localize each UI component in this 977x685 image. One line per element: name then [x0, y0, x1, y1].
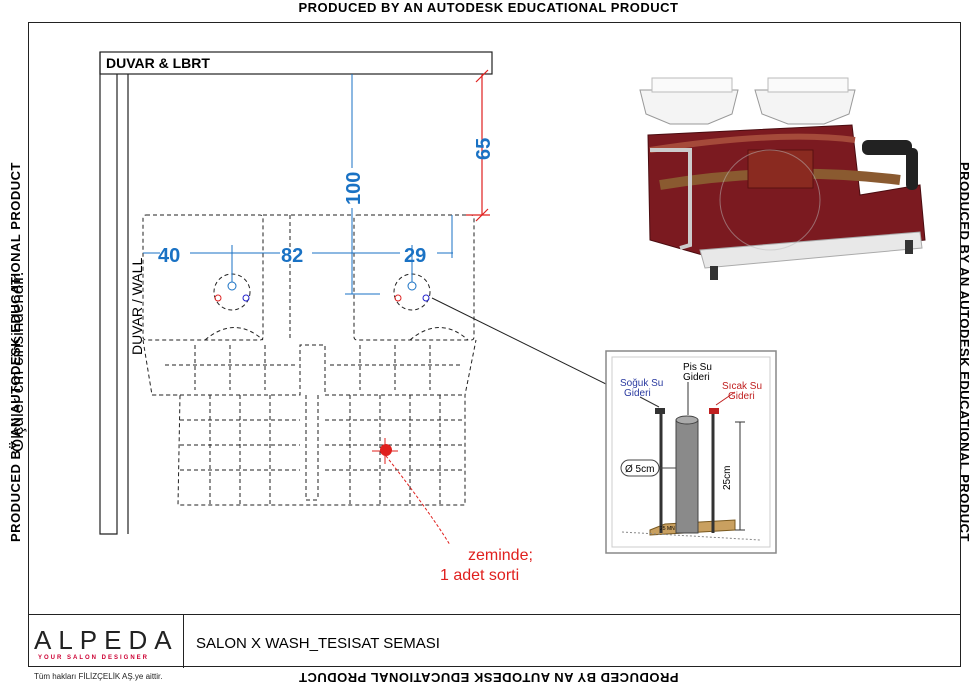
floor-outlet-marker: [372, 438, 451, 546]
title-block: ALPEDA YOUR SALON DESIGNER SALON X WASH_…: [28, 614, 961, 668]
diameter-label: Ø 5cm: [625, 464, 654, 475]
wash-unit-outline: [142, 214, 477, 506]
watermark-top: PRODUCED BY AN AUTODESK EDUCATIONAL PROD…: [298, 0, 679, 15]
base-label: 25 MN: [660, 526, 675, 532]
copyright-note: Tüm hakları FİLİZÇELİK AŞ.ye aittir.: [34, 672, 163, 681]
drain-label-2: Gideri: [683, 372, 710, 383]
floor-note-line2: 1 adet sorti: [440, 567, 519, 584]
cold-label-2: Gideri: [624, 388, 651, 399]
height-label: 25cm: [722, 466, 733, 490]
dimension-lines: [143, 74, 453, 295]
dim-82: 82: [281, 245, 303, 267]
plumbing-detail: [605, 350, 777, 554]
dim-100: 100: [343, 172, 365, 205]
dim-65: 65: [473, 138, 495, 160]
dim-40: 40: [158, 245, 180, 267]
side-wall-label: DUVAR / WALL: [129, 258, 145, 355]
hot-label-2: Gideri: [728, 391, 755, 402]
cold-label-1: Soğuk Su: [620, 378, 663, 389]
floor-note-line1: zeminde;: [468, 547, 533, 564]
dim-29: 29: [404, 245, 426, 267]
drawing-title: SALON X WASH_TESISAT SEMASI: [196, 635, 440, 652]
drawing-frame: [28, 22, 961, 667]
drain-symbols: [214, 281, 430, 302]
logo-cell: ALPEDA YOUR SALON DESIGNER: [28, 615, 184, 668]
dim-65-lines: [466, 69, 490, 222]
wash-unit-photo: [639, 77, 926, 280]
hot-label-1: Sıcak Su: [722, 381, 762, 392]
company-logo: ALPEDA: [34, 625, 179, 655]
drain-label-1: Pis Su: [683, 362, 712, 373]
detail-leader: [431, 297, 609, 386]
wall: [99, 51, 493, 535]
logo-tagline: YOUR SALON DESIGNER: [38, 655, 150, 661]
wall-label: DUVAR & LBRT: [106, 55, 210, 71]
